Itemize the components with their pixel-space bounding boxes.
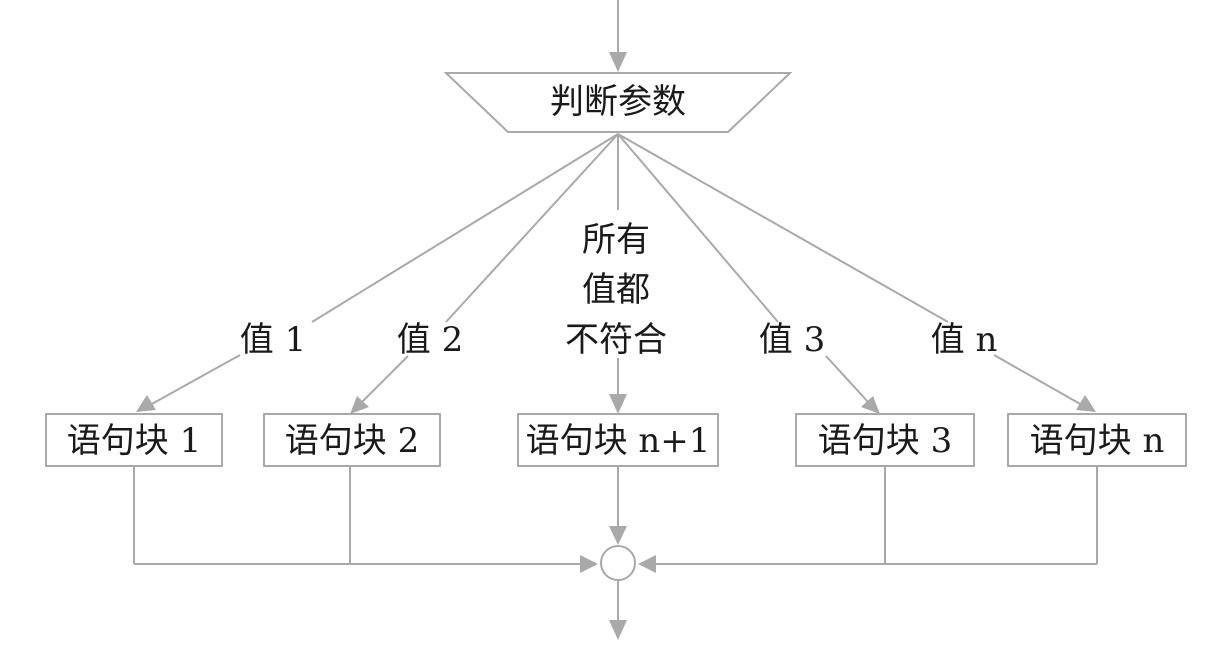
statement-block-n-plus-1: 语句块 n+1 [517, 413, 719, 467]
branch-line-value-n [617, 133, 949, 323]
branch-label-value-2: 值 2 [397, 320, 463, 360]
branch-label-value-3: 值 3 [759, 320, 825, 360]
exit-arrow [609, 580, 627, 640]
branch-label-value-n: 值 n [931, 320, 998, 360]
statement-block-2: 语句块 2 [263, 413, 441, 467]
branch-line-value-3 [617, 133, 779, 323]
branch-arrows [136, 354, 1096, 414]
arrowhead-block-3 [861, 396, 880, 414]
statement-block-n-plus-1-label: 语句块 n+1 [526, 421, 711, 461]
branch-label-none-match-line1: 所有 [582, 220, 650, 260]
arrowhead-merge-right [638, 555, 656, 573]
merge-lines [133, 466, 1098, 573]
arrowhead-block-1 [136, 395, 156, 412]
arrowhead-block-n-plus-1 [609, 394, 627, 414]
statement-block-2-label: 语句块 2 [285, 421, 419, 461]
statement-block-3: 语句块 3 [795, 413, 975, 467]
branch-lines [311, 133, 949, 323]
arrowhead-merge-center [609, 526, 627, 545]
statement-block-3-label: 语句块 3 [818, 421, 952, 461]
statement-block-n: 语句块 n [1007, 413, 1187, 467]
branch-label-none-match-line3: 不符合 [565, 320, 667, 360]
merge-node [600, 545, 636, 581]
arrowhead-block-n [1076, 395, 1096, 412]
statement-block-1: 语句块 1 [45, 413, 223, 467]
arrowhead-merge-left [580, 555, 598, 573]
statement-block-n-label: 语句块 n [1030, 421, 1165, 461]
decision-node: 判断参数 [443, 72, 793, 133]
statement-block-1-label: 语句块 1 [67, 421, 201, 461]
branch-label-none-match-line2: 值都 [582, 270, 650, 310]
branch-line-value-1 [311, 133, 619, 323]
branch-line-value-2 [445, 133, 619, 323]
decision-label: 判断参数 [550, 82, 686, 122]
arrowhead-block-2 [350, 396, 369, 414]
entry-arrow [609, 0, 627, 72]
branch-label-value-1: 值 1 [240, 320, 306, 360]
